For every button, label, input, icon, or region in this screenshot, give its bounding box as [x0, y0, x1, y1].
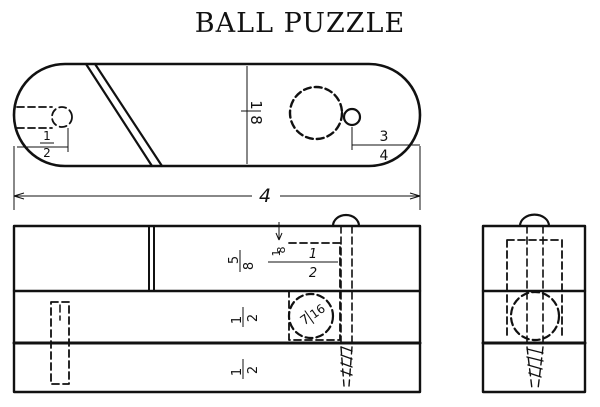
slot-outline	[288, 242, 341, 341]
ball-cavity-top	[288, 85, 344, 141]
peg-left-front	[50, 301, 70, 385]
edge-dim-num: 3	[380, 129, 389, 145]
screw-front	[331, 213, 361, 387]
mid-layer-num: 1	[230, 316, 245, 324]
peg-dim-num: 1	[270, 250, 283, 257]
top-layer-den: 8	[242, 262, 257, 270]
bot-layer-num: 1	[230, 368, 245, 376]
peg-top	[342, 107, 362, 127]
top-view: 1 2 1 8 3 4 4	[12, 62, 422, 210]
bot-layer-den: 2	[246, 366, 261, 374]
peg-hole-top	[16, 106, 73, 129]
mid-layer-den: 2	[246, 314, 261, 322]
drawing-title: BALL PUZZLE	[195, 8, 405, 39]
slot-dim-den: 2	[309, 266, 317, 281]
side-slot-outline	[506, 239, 563, 339]
top-view-outline	[12, 62, 422, 168]
slot-dim-num: 1	[309, 247, 317, 262]
width-dim-label: 4	[259, 185, 271, 207]
ball-front	[287, 292, 335, 340]
front-view-outline	[12, 224, 422, 394]
ball-side	[509, 290, 561, 342]
front-view: 5 8 1 2 1 2 1 8 1 2 7 16	[12, 213, 422, 394]
diagonal-cut-line-1	[84, 62, 154, 168]
hole-dim-den: 2	[43, 146, 51, 160]
edge-dim-den: 4	[380, 148, 389, 164]
screw-side	[518, 213, 551, 390]
top-layer-num: 5	[227, 256, 242, 264]
side-view	[481, 213, 587, 394]
height-dim-num: 1	[247, 100, 265, 110]
hole-dim-num: 1	[43, 129, 51, 143]
side-view-outline	[481, 224, 587, 394]
diagonal-cut-line-2	[93, 62, 164, 168]
height-dim-den: 8	[247, 115, 265, 125]
peg-dim-den: 8	[275, 247, 288, 254]
